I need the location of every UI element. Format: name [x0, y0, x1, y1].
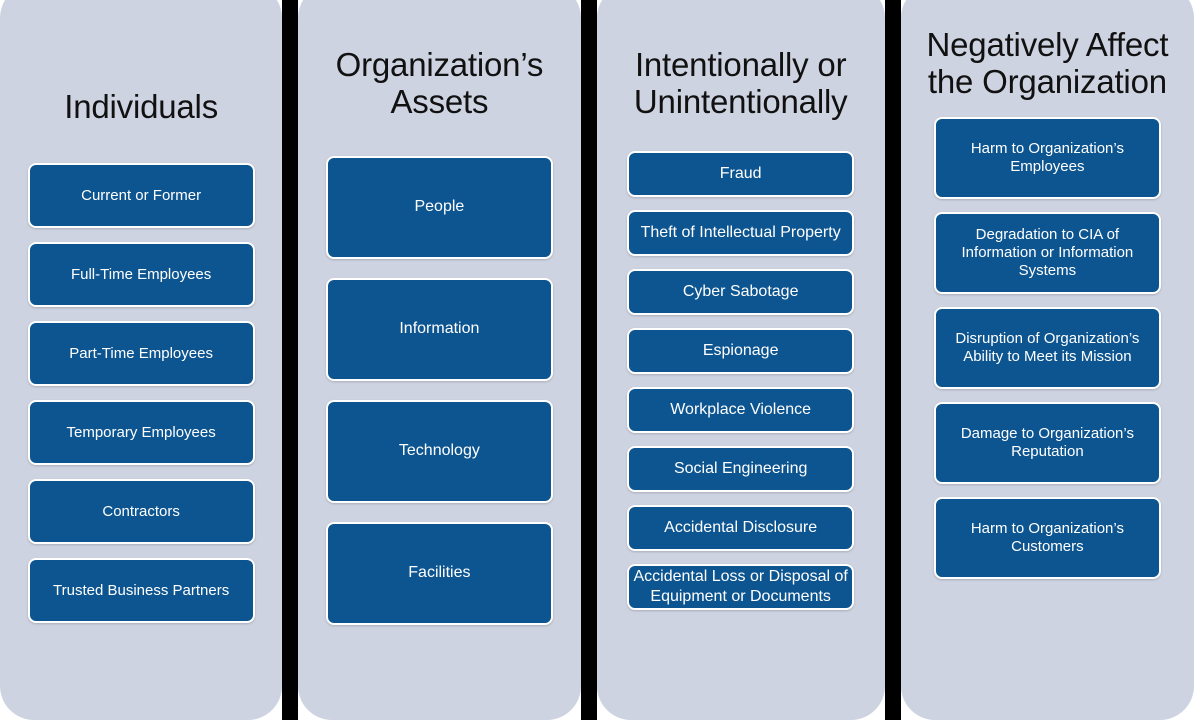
box-label: Harm to Organization’s Customers: [970, 519, 1124, 555]
box-list-negatively-affect-the-organization: Harm to Organization’s Employees Degrada…: [913, 116, 1182, 592]
box-item[interactable]: Harm to Organization’s Employees: [933, 116, 1161, 199]
box-item[interactable]: Degradation to CIA of Information or Inf…: [933, 211, 1161, 294]
box-label: Technology: [398, 442, 480, 460]
box-label: Disruption of Organization’s Ability to …: [955, 329, 1140, 365]
box-item[interactable]: Facilities: [325, 521, 553, 625]
box-item[interactable]: Social Engineering: [627, 445, 855, 492]
box-item[interactable]: Workplace Violence: [627, 386, 855, 433]
box-label: Part-Time Employees: [69, 344, 213, 362]
box-item[interactable]: Fraud: [627, 150, 855, 197]
box-item[interactable]: Disruption of Organization’s Ability to …: [933, 306, 1161, 389]
divider-bar: [889, 0, 896, 720]
box-label: Full-Time Employees: [70, 265, 212, 283]
box-list-organizations-assets: People Information Technology Facilities: [310, 155, 568, 644]
box-label: Contractors: [102, 502, 180, 520]
box-label: Damage to Organization’s Reputation: [960, 424, 1134, 460]
column-negatively-affect-the-organization: Negatively Affect the Organization Harm …: [900, 0, 1194, 720]
column-title-negatively-affect-the-organization: Negatively Affect the Organization: [926, 26, 1169, 101]
box-item[interactable]: Accidental Loss or Disposal of Equipment…: [627, 563, 855, 610]
box-item[interactable]: Part-Time Employees: [27, 321, 255, 387]
box-list-intentionally-or-unintentionally: Fraud Theft of Intellectual Property Cyb…: [609, 150, 873, 623]
box-label: Information: [399, 320, 480, 338]
column-divider: [580, 0, 597, 720]
column-divider: [884, 0, 901, 720]
box-label: Theft of Intellectual Property: [640, 223, 841, 241]
box-label: Accidental Loss or Disposal of Equipment…: [633, 568, 848, 605]
column-divider: [282, 0, 299, 720]
divider-bar: [287, 0, 294, 720]
column-title-intentionally-or-unintentionally: Intentionally or Unintentionally: [633, 46, 848, 121]
box-label: Harm to Organization’s Employees: [970, 139, 1124, 175]
box-label: Accidental Disclosure: [664, 518, 818, 536]
box-label: Degradation to CIA of Information or Inf…: [961, 225, 1134, 279]
box-item[interactable]: Current or Former: [27, 163, 255, 229]
box-item[interactable]: Contractors: [27, 479, 255, 545]
box-item[interactable]: Theft of Intellectual Property: [627, 209, 855, 256]
box-item[interactable]: Accidental Disclosure: [627, 504, 855, 551]
divider-bar: [585, 0, 592, 720]
box-label: Fraud: [719, 164, 762, 182]
box-item[interactable]: Damage to Organization’s Reputation: [933, 401, 1161, 484]
box-label: Espionage: [702, 341, 779, 359]
box-item[interactable]: Temporary Employees: [27, 400, 255, 466]
box-item[interactable]: Full-Time Employees: [27, 242, 255, 308]
box-label: Workplace Violence: [670, 400, 812, 418]
box-label: People: [414, 198, 465, 216]
column-title-individuals: Individuals: [64, 88, 218, 125]
box-item[interactable]: People: [325, 155, 553, 259]
box-item[interactable]: Espionage: [627, 327, 855, 374]
box-label: Cyber Sabotage: [682, 282, 799, 300]
box-item[interactable]: Trusted Business Partners: [27, 558, 255, 624]
column-individuals: Individuals Current or Former Full-Time …: [0, 0, 283, 720]
box-label: Temporary Employees: [66, 423, 216, 441]
box-label: Trusted Business Partners: [53, 581, 230, 599]
box-label: Social Engineering: [673, 459, 808, 477]
column-intentionally-or-unintentionally: Intentionally or Unintentionally Fraud T…: [596, 0, 885, 720]
box-item[interactable]: Technology: [325, 399, 553, 503]
box-label: Current or Former: [81, 186, 202, 204]
box-item[interactable]: Cyber Sabotage: [627, 268, 855, 315]
box-list-individuals: Current or Former Full-Time Employees Pa…: [12, 163, 270, 637]
column-organizations-assets: Organization’s Assets People Information…: [298, 0, 581, 720]
column-title-organizations-assets: Organization’s Assets: [335, 46, 544, 121]
box-item[interactable]: Information: [325, 277, 553, 381]
box-label: Facilities: [408, 564, 471, 582]
box-item[interactable]: Harm to Organization’s Customers: [933, 496, 1161, 579]
